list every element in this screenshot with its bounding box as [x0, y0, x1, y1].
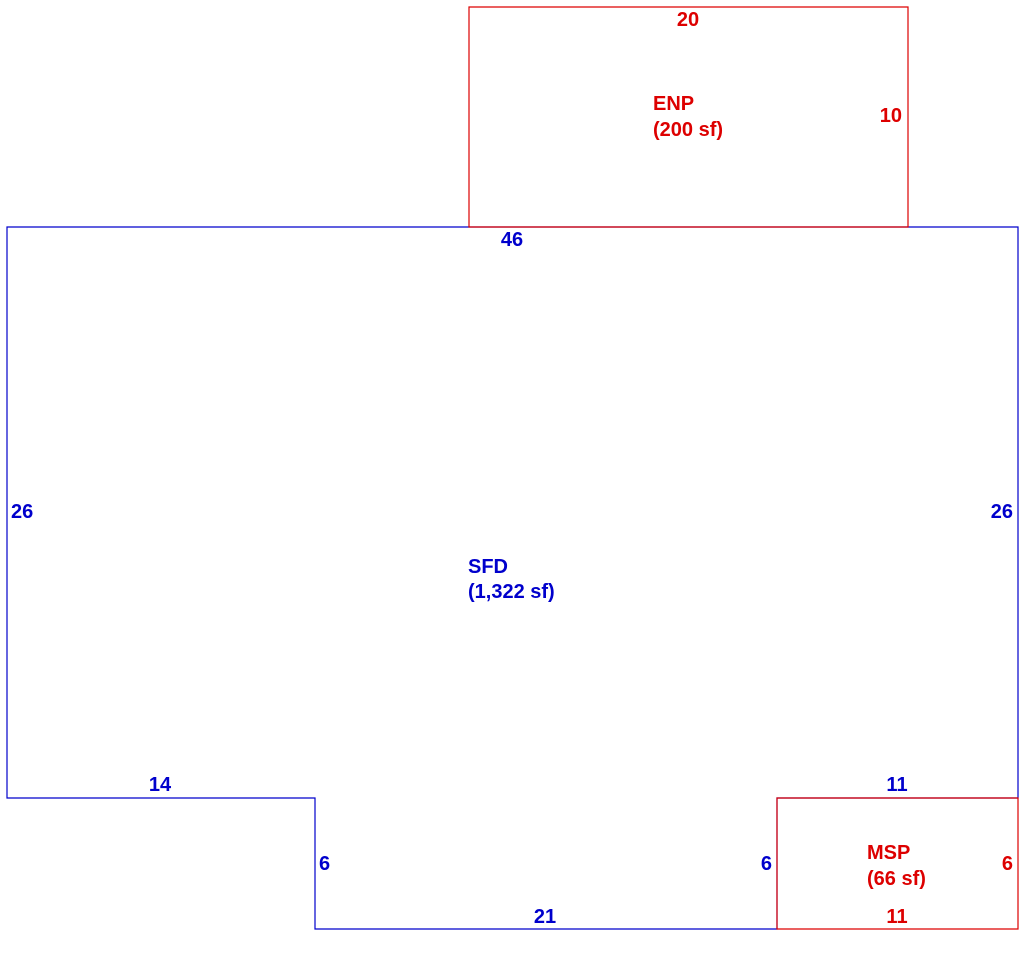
sfd-dim-bottom-left: 14: [149, 774, 172, 796]
msp-outline: [776, 797, 1019, 930]
msp-dim-right: 6: [1002, 853, 1013, 875]
msp-area: (66 sf): [867, 868, 926, 890]
enp-dim-top: 20: [677, 9, 699, 31]
sfd-dim-notch-left: 6: [319, 853, 330, 875]
sfd-dim-notch-bottom: 21: [534, 906, 556, 928]
msp-name: MSP: [867, 842, 910, 864]
enp-area: (200 sf): [653, 119, 723, 141]
sfd-dim-notch-right: 6: [761, 853, 772, 875]
sfd-dim-left: 26: [11, 501, 33, 523]
sfd-outline: [6, 226, 1019, 930]
sfd-area: (1,322 sf): [468, 581, 555, 603]
enp-name: ENP: [653, 93, 694, 115]
sfd-dim-top: 46: [501, 229, 523, 251]
msp-dim-bottom: 11: [886, 906, 907, 928]
sfd-dim-right: 26: [991, 501, 1013, 523]
enp-outline: [468, 6, 909, 228]
enp-dim-right: 10: [880, 105, 902, 127]
sfd-name: SFD: [468, 556, 508, 578]
sfd-dim-bottom-right: 11: [886, 774, 907, 796]
